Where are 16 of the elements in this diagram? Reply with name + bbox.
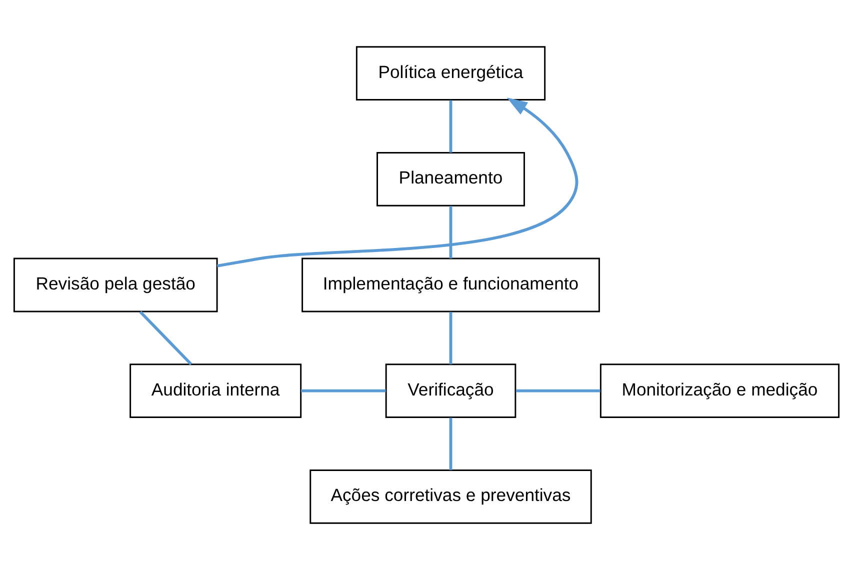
node-box: Revisão pela gestão [13,257,218,312]
node-box: Monitorização e medição [600,363,840,418]
connector [139,310,192,365]
arrow [216,97,578,267]
connector [301,388,386,392]
node-box: Verificação [385,363,516,418]
connector [449,206,452,258]
node-box: Implementação e funcionamento [302,257,600,312]
node-box: Auditoria interna [130,363,302,418]
node-box: Planeamento [376,151,525,206]
node-box: Ações corretivas e preventivas [310,468,592,524]
connector [449,100,452,152]
connector [449,417,452,470]
connector [516,388,600,392]
node-box: Política energética [356,46,546,100]
connector [449,311,452,364]
